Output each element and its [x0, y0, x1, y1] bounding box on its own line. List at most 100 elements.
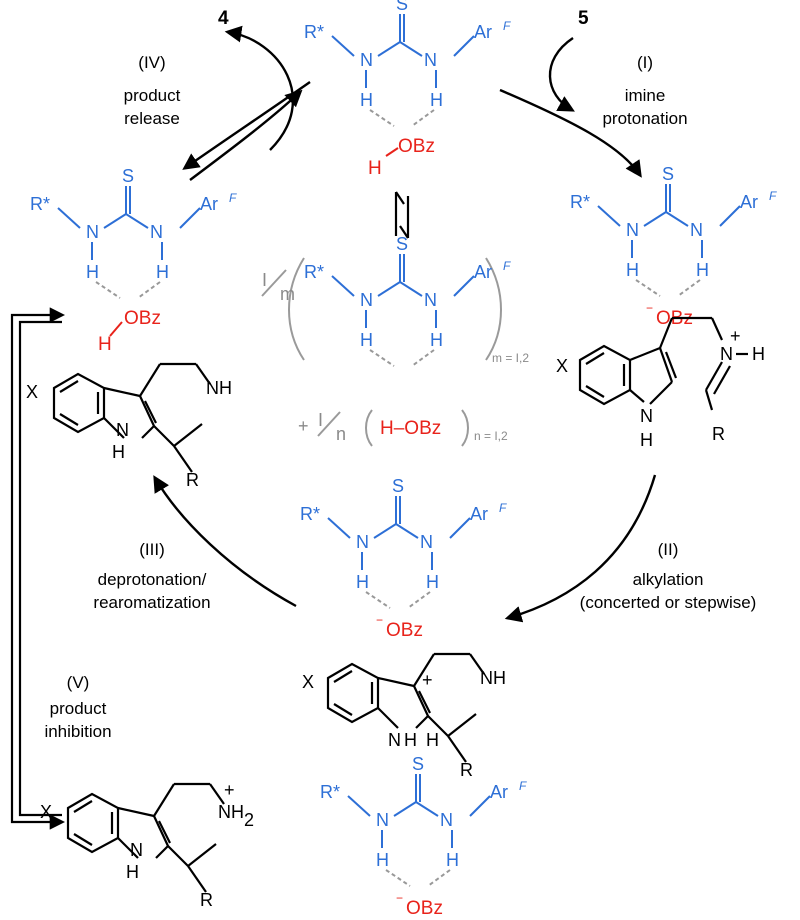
svg-text:Ar: Ar	[470, 504, 488, 524]
step-II-number: (II)	[658, 540, 679, 559]
svg-text:H: H	[376, 850, 389, 870]
svg-text:−: −	[396, 891, 403, 905]
svg-text:R*: R*	[570, 192, 590, 212]
svg-text:Ar: Ar	[740, 192, 758, 212]
svg-text:H: H	[368, 158, 382, 179]
svg-text:S: S	[412, 754, 424, 774]
svg-text:X: X	[26, 382, 38, 402]
step-III-line1: deprotonation/	[98, 570, 207, 589]
svg-text:H: H	[112, 442, 125, 462]
step-IV-number: (IV)	[138, 53, 165, 72]
svg-text:Ar: Ar	[200, 194, 218, 214]
step-I-number: (I)	[637, 53, 653, 72]
svg-text:−: −	[376, 613, 383, 627]
svg-text:X: X	[302, 672, 314, 692]
svg-text:−: −	[646, 301, 653, 315]
svg-text:H: H	[360, 90, 373, 110]
svg-text:H: H	[446, 850, 459, 870]
catalyst-aggregate: S N N H H R* Ar F I m m = I,2 + I n H–OB…	[261, 234, 529, 447]
svg-text:2: 2	[244, 810, 254, 830]
svg-text:N: N	[150, 222, 163, 242]
svg-text:R*: R*	[320, 782, 340, 802]
svg-text:S: S	[122, 166, 134, 186]
svg-text:N: N	[420, 532, 433, 552]
svg-text:S: S	[396, 234, 408, 254]
svg-text:R*: R*	[300, 504, 320, 524]
svg-text:H: H	[430, 330, 443, 350]
svg-text:OBz: OBz	[386, 620, 423, 641]
cationic-intermediate: X NH + N H H R	[302, 652, 506, 780]
step-V-line2: inhibition	[44, 722, 111, 741]
svg-text:+: +	[422, 670, 433, 690]
step-II-line1: alkylation	[633, 570, 704, 589]
svg-text:F: F	[229, 191, 237, 205]
svg-text:+: +	[730, 326, 741, 346]
iminium-substrate: X N H N + H R	[556, 316, 765, 450]
svg-text:N: N	[86, 222, 99, 242]
svg-text:R: R	[200, 890, 213, 910]
svg-text:R*: R*	[304, 262, 324, 282]
svg-text:H: H	[356, 572, 369, 592]
catalyst-top: S N N H H R* Ar F OBz H	[304, 0, 511, 179]
svg-text:N: N	[440, 810, 453, 830]
svg-text:H: H	[426, 730, 439, 750]
svg-text:N: N	[640, 406, 653, 426]
svg-text:OBz: OBz	[398, 136, 435, 157]
svg-text:N: N	[690, 220, 703, 240]
svg-text:N: N	[356, 532, 369, 552]
thbc-product-left: X NH N H R	[26, 362, 232, 490]
step-II-line2: (concerted or stepwise)	[580, 593, 757, 612]
svg-text:N: N	[116, 420, 129, 440]
svg-text:H: H	[640, 430, 653, 450]
svg-text:H: H	[126, 862, 139, 882]
step-V-number: (V)	[67, 673, 90, 692]
svg-text:H: H	[156, 262, 169, 282]
catalyst-inhibition: S N N H H R* Ar F OBz −	[320, 754, 527, 919]
svg-text:NH: NH	[218, 802, 244, 822]
svg-text:I: I	[262, 270, 267, 290]
svg-text:F: F	[503, 19, 511, 33]
step-IV-line2: release	[124, 109, 180, 128]
step-IV-line1: product	[124, 86, 181, 105]
svg-text:H: H	[426, 572, 439, 592]
svg-text:H: H	[360, 330, 373, 350]
product-4-label: 4	[218, 8, 229, 29]
svg-text:+: +	[298, 416, 309, 436]
svg-text:R*: R*	[304, 22, 324, 42]
svg-text:F: F	[503, 259, 511, 273]
svg-text:I: I	[318, 410, 323, 430]
svg-text:H: H	[86, 262, 99, 282]
svg-text:N: N	[388, 730, 401, 750]
svg-text:Ar: Ar	[474, 262, 492, 282]
svg-text:NH: NH	[206, 378, 232, 398]
catalyst-center: S N N H H R* Ar F OBz −	[300, 476, 507, 641]
svg-text:S: S	[662, 164, 674, 184]
svg-text:F: F	[519, 779, 527, 793]
catalyst-left: S N N H H R* Ar F OBz H	[30, 166, 237, 355]
svg-text:H: H	[626, 260, 639, 280]
step-III-number: (III)	[139, 540, 165, 559]
catalyst-right: S N N H H R* Ar F OBz −	[570, 164, 777, 329]
step-I-line1: imine	[625, 86, 666, 105]
svg-text:N: N	[424, 290, 437, 310]
svg-text:H: H	[752, 344, 765, 364]
svg-text:H: H	[430, 90, 443, 110]
svg-text:F: F	[769, 189, 777, 203]
svg-text:R: R	[460, 760, 473, 780]
svg-text:N: N	[130, 840, 143, 860]
svg-text:N: N	[360, 290, 373, 310]
svg-text:H: H	[404, 730, 417, 750]
step-V-line1: product	[50, 699, 107, 718]
step-I-line2: protonation	[602, 109, 687, 128]
svg-text:F: F	[499, 501, 507, 515]
substrate-5-label: 5	[578, 8, 589, 29]
svg-text:N: N	[424, 50, 437, 70]
svg-text:X: X	[556, 356, 568, 376]
svg-text:N: N	[720, 344, 733, 364]
svg-text:R*: R*	[30, 194, 50, 214]
svg-text:n = I,2: n = I,2	[474, 429, 508, 443]
svg-text:H: H	[98, 334, 112, 355]
svg-text:N: N	[376, 810, 389, 830]
svg-text:n: n	[336, 424, 346, 444]
